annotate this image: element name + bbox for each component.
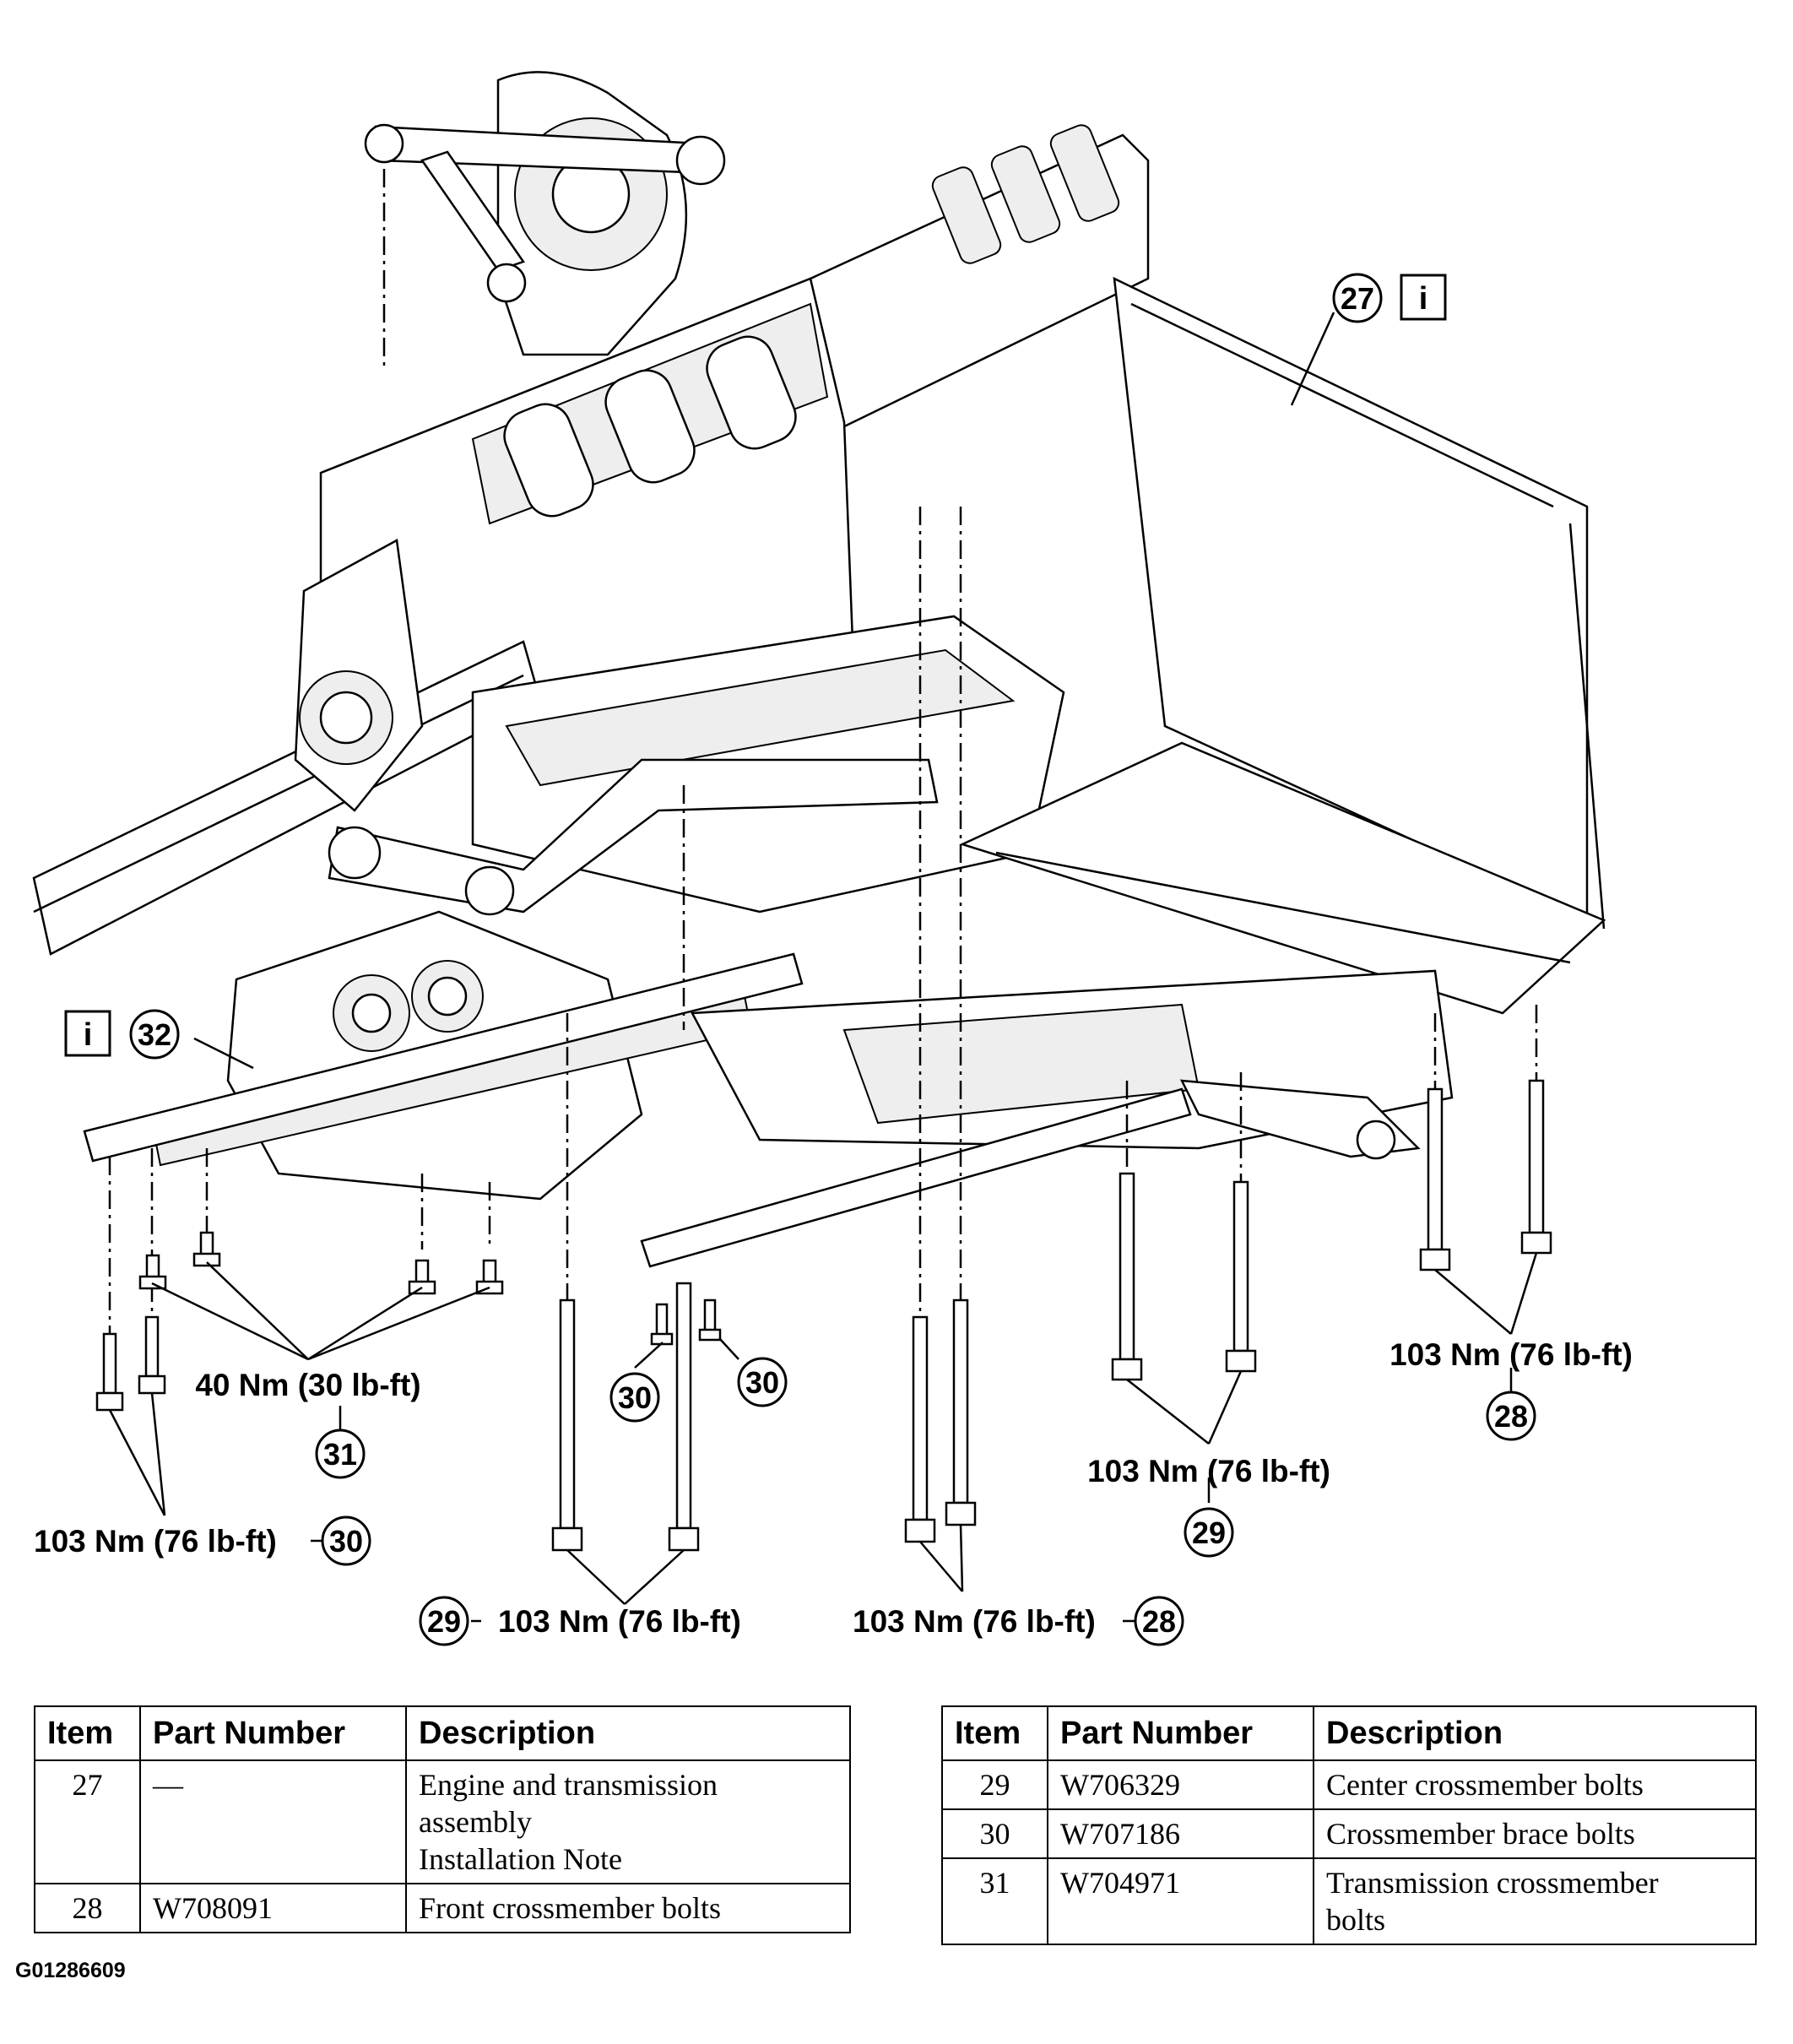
description-line: Center crossmember bolts <box>1326 1768 1644 1802</box>
bolt-30-center-2 <box>698 1299 722 1342</box>
bolt-28-right-2 <box>1520 1079 1552 1255</box>
info-icon-32: i <box>64 1010 111 1057</box>
part-number-cell: — <box>139 1760 407 1884</box>
part-number-cell: W704971 <box>1047 1858 1314 1945</box>
description-cell: Transmission crossmember bolts <box>1313 1858 1757 1945</box>
leader-lines <box>108 312 1538 1623</box>
torque-label-29-bottom: 103 Nm (76 lb-ft) <box>498 1604 741 1639</box>
description-line: Crossmember brace bolts <box>1326 1817 1635 1851</box>
description-line: Front crossmember bolts <box>419 1891 721 1925</box>
bolt-31-2 <box>192 1231 221 1267</box>
column-header-description: Description <box>1313 1705 1757 1761</box>
description-cell: Front crossmember bolts <box>405 1884 851 1933</box>
svg-text:i: i <box>1419 281 1428 317</box>
table-header-row: Item Part Number Description <box>34 1705 851 1761</box>
column-header-item: Item <box>941 1705 1048 1761</box>
callout-29-right: 29 <box>1184 1507 1234 1558</box>
svg-text:29: 29 <box>427 1604 461 1639</box>
torque-label-28-right: 103 Nm (76 lb-ft) <box>1389 1337 1633 1372</box>
callout-31: 31 <box>315 1429 366 1479</box>
svg-text:31: 31 <box>323 1437 357 1472</box>
column-header-part-number: Part Number <box>1047 1705 1314 1761</box>
parts-table-left: Item Part Number Description 27 — Engine… <box>34 1705 851 1933</box>
svg-text:28: 28 <box>1142 1604 1176 1639</box>
torque-label-31: 40 Nm (30 lb-ft) <box>195 1368 420 1402</box>
torque-label-29-right: 103 Nm (76 lb-ft) <box>1087 1454 1330 1488</box>
installation-note-link[interactable]: Installation Note <box>419 1842 622 1876</box>
bolt-30-left-2 <box>138 1315 166 1395</box>
bolt-31-3 <box>408 1259 436 1295</box>
description-line: bolts <box>1326 1903 1386 1937</box>
callout-28-right: 28 <box>1486 1391 1536 1441</box>
bolt-29-right-2 <box>1225 1180 1257 1373</box>
table-row: 27 — Engine and transmission assembly In… <box>34 1760 851 1884</box>
callout-30-center-2: 30 <box>737 1357 788 1407</box>
svg-text:30: 30 <box>618 1380 652 1415</box>
bolts <box>95 1079 1552 1552</box>
description-line: Transmission crossmember <box>1326 1866 1659 1900</box>
info-icon-27: i <box>1400 274 1447 321</box>
description-cell: Engine and transmission assembly Install… <box>405 1760 851 1884</box>
item-cell: 28 <box>34 1884 141 1933</box>
callout-30-left: 30 <box>321 1515 371 1566</box>
table-row: 31 W704971 Transmission crossmember bolt… <box>941 1858 1757 1945</box>
bolt-28-center-2 <box>945 1299 977 1526</box>
table-row: 30 W707186 Crossmember brace bolts <box>941 1809 1757 1859</box>
item-cell: 31 <box>941 1858 1048 1945</box>
svg-text:32: 32 <box>138 1017 171 1052</box>
table-header-row: Item Part Number Description <box>941 1705 1757 1761</box>
bolt-29-left-2 <box>668 1282 700 1552</box>
bolt-28-right-1 <box>1419 1087 1451 1271</box>
callout-32: 32 <box>129 1009 180 1060</box>
engine-transmission-assembly-drawing <box>32 71 1606 1268</box>
column-header-item: Item <box>34 1705 141 1761</box>
callout-28-bottom: 28 <box>1134 1596 1184 1646</box>
description-line: Engine and transmission <box>419 1768 718 1802</box>
svg-text:29: 29 <box>1192 1515 1226 1550</box>
part-number-cell: W708091 <box>139 1884 407 1933</box>
description-cell: Crossmember brace bolts <box>1313 1809 1757 1859</box>
item-cell: 30 <box>941 1809 1048 1859</box>
description-cell: Center crossmember bolts <box>1313 1760 1757 1810</box>
callout-27: 27 <box>1332 273 1383 323</box>
torque-label-30: 103 Nm (76 lb-ft) <box>34 1524 277 1559</box>
bolt-29-left-1 <box>551 1299 583 1552</box>
table-row: 28 W708091 Front crossmember bolts <box>34 1884 851 1933</box>
bolt-30-left-1 <box>95 1332 124 1412</box>
part-number-cell: W707186 <box>1047 1809 1314 1859</box>
svg-text:28: 28 <box>1494 1399 1528 1434</box>
item-cell: 29 <box>941 1760 1048 1810</box>
bolt-30-center-1 <box>650 1303 674 1346</box>
callout-30-center-1: 30 <box>609 1372 660 1423</box>
bolt-31-1 <box>138 1254 167 1290</box>
column-header-description: Description <box>405 1705 851 1761</box>
bolt-28-center-1 <box>904 1315 936 1543</box>
bolt-29-right-1 <box>1111 1172 1143 1381</box>
figure-id: G01286609 <box>15 1959 126 1982</box>
table-row: 29 W706329 Center crossmember bolts <box>941 1760 1757 1810</box>
part-number-cell: W706329 <box>1047 1760 1314 1810</box>
svg-text:30: 30 <box>329 1524 363 1559</box>
svg-text:30: 30 <box>745 1365 779 1400</box>
item-cell: 27 <box>34 1760 141 1884</box>
callout-29-bottom: 29 <box>419 1596 469 1646</box>
torque-label-28-bottom: 103 Nm (76 lb-ft) <box>853 1604 1096 1639</box>
svg-text:i: i <box>84 1017 93 1053</box>
column-header-part-number: Part Number <box>139 1705 407 1761</box>
parts-table-right: Item Part Number Description 29 W706329 … <box>941 1705 1757 1945</box>
description-line: assembly <box>419 1805 532 1839</box>
svg-text:27: 27 <box>1341 281 1374 316</box>
